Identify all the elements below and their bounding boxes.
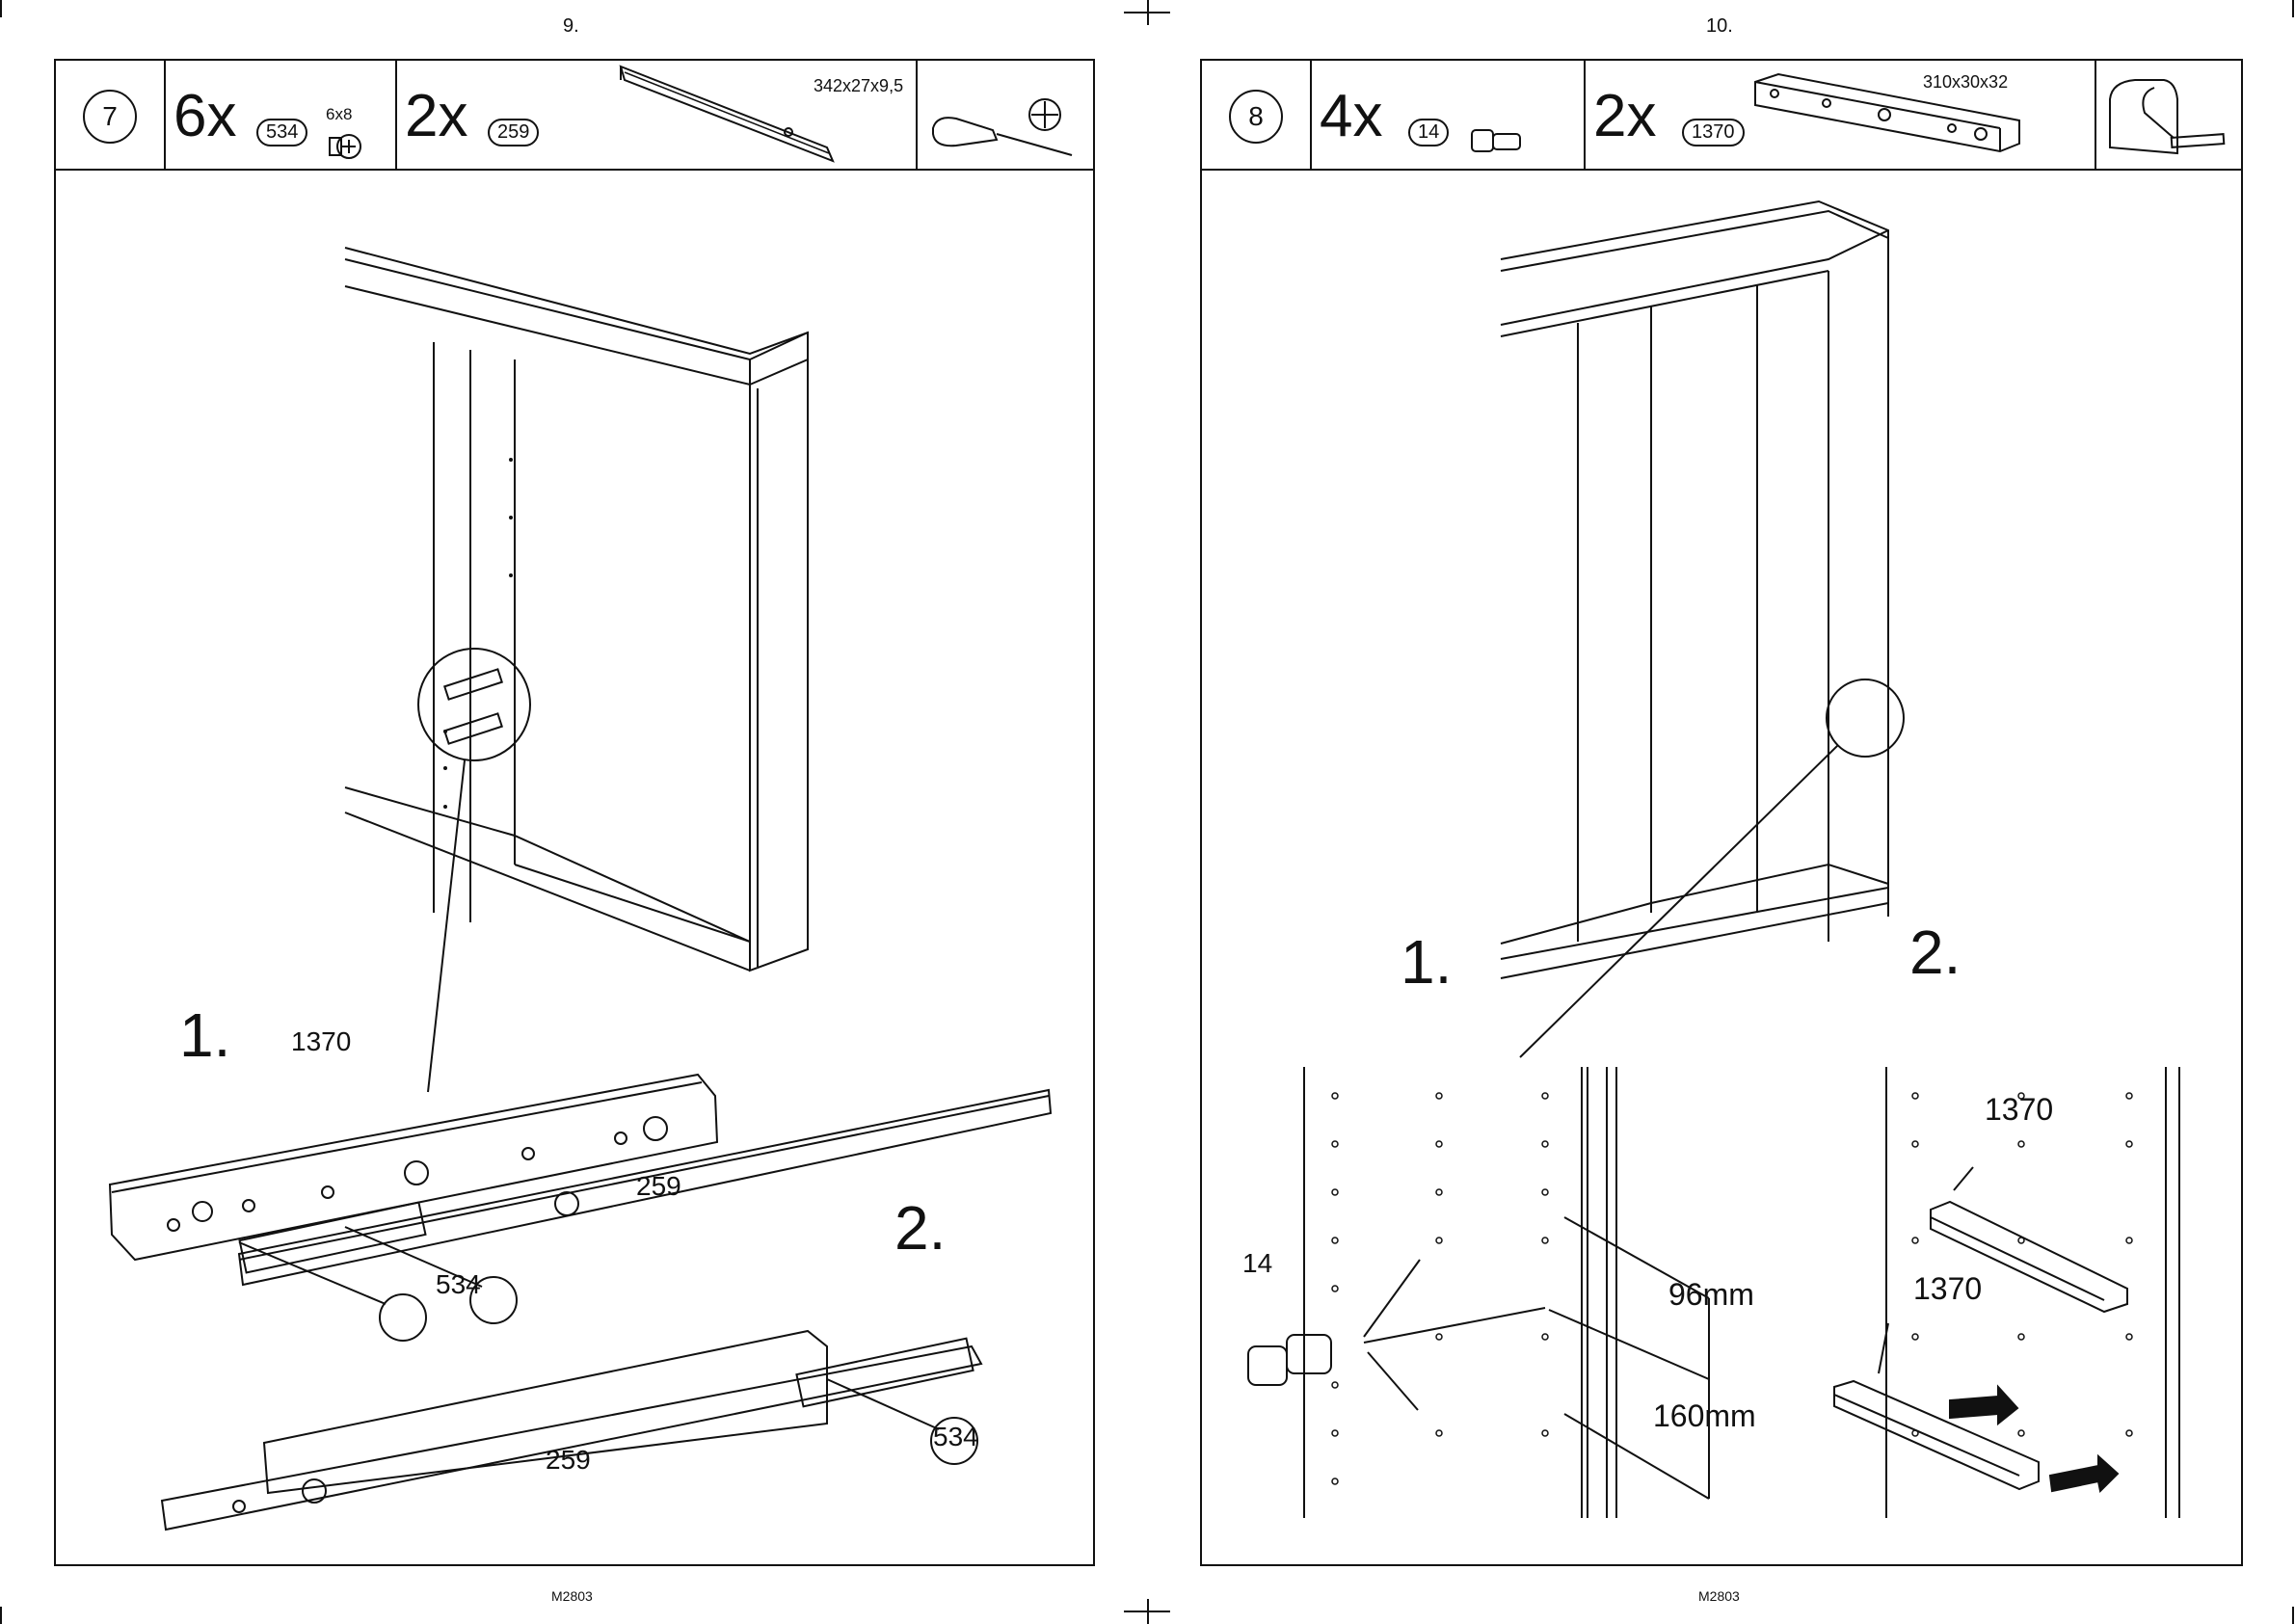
- step-number: 7: [83, 90, 137, 144]
- parts-header: 8 4x 14 2x 1370 310x30x32: [1202, 61, 2241, 171]
- crop-mark: [1124, 12, 1170, 13]
- crop-mark: [2292, 1607, 2294, 1624]
- page-number: 10.: [1706, 15, 1733, 38]
- part-label: 534: [933, 1422, 978, 1452]
- dimension-label: 96mm: [1668, 1277, 1754, 1313]
- assembly-illustration-step-8: [1202, 171, 2241, 1562]
- part-number-badge: 534: [256, 119, 307, 146]
- part-cell-534: 6x 534 6x8: [166, 61, 397, 169]
- part-label: 14: [1242, 1248, 1272, 1279]
- step-cell: 7: [56, 61, 166, 169]
- substep-label: 1.: [1401, 926, 1452, 998]
- part-cell-259: 2x 259 342x27x9,5: [397, 61, 918, 169]
- part-size: 6x8: [326, 105, 352, 124]
- part-cell-14: 4x 14: [1312, 61, 1586, 169]
- part-label: 1370: [1913, 1271, 1982, 1307]
- drawer-runner-icon: [609, 61, 937, 167]
- cam-bolt-icon: [326, 126, 364, 165]
- screwdriver-phillips-icon: [918, 61, 1091, 169]
- tool-cell: [2096, 61, 2239, 169]
- part-quantity: 6x: [173, 82, 236, 150]
- part-label: 259: [546, 1445, 591, 1476]
- tape-measure-icon: [2096, 61, 2239, 169]
- substep-label: 2.: [894, 1192, 946, 1264]
- step-cell: 8: [1202, 61, 1312, 169]
- document-code: M2803: [551, 1588, 593, 1604]
- wooden-block-icon: [1740, 61, 2029, 169]
- crop-mark: [2292, 0, 2294, 17]
- instruction-panel-step-7: 7 6x 534 6x8 2x 259 342x27x9,5: [54, 59, 1095, 1566]
- instruction-panel-step-8: 8 4x 14 2x 1370 310x30x32: [1200, 59, 2243, 1566]
- substep-label: 1.: [179, 999, 230, 1071]
- substep-label: 2.: [1909, 917, 1961, 988]
- part-number-badge: 259: [488, 119, 539, 146]
- crop-mark: [1124, 1611, 1170, 1612]
- shelf-pin-icon: [1468, 122, 1526, 161]
- part-label: 534: [436, 1269, 481, 1300]
- part-label: 1370: [1985, 1092, 2053, 1128]
- part-quantity: 2x: [405, 82, 467, 150]
- part-number-badge: 14: [1408, 119, 1449, 146]
- part-label: 1370: [291, 1026, 351, 1057]
- part-quantity: 2x: [1593, 82, 1656, 150]
- tool-cell: [918, 61, 1091, 169]
- page-number: 9.: [563, 15, 579, 38]
- crop-mark: [0, 1607, 2, 1624]
- part-number-badge: 1370: [1682, 119, 1745, 146]
- part-cell-1370: 2x 1370 310x30x32: [1586, 61, 2096, 169]
- dimension-label: 160mm: [1653, 1398, 1756, 1434]
- parts-header: 7 6x 534 6x8 2x 259 342x27x9,5: [56, 61, 1093, 171]
- step-number: 8: [1229, 90, 1283, 144]
- crop-mark: [0, 0, 2, 17]
- document-code: M2803: [1698, 1588, 1740, 1604]
- part-label: 259: [636, 1171, 681, 1202]
- assembly-illustration-step-7: [56, 171, 1093, 1562]
- part-quantity: 4x: [1320, 82, 1382, 150]
